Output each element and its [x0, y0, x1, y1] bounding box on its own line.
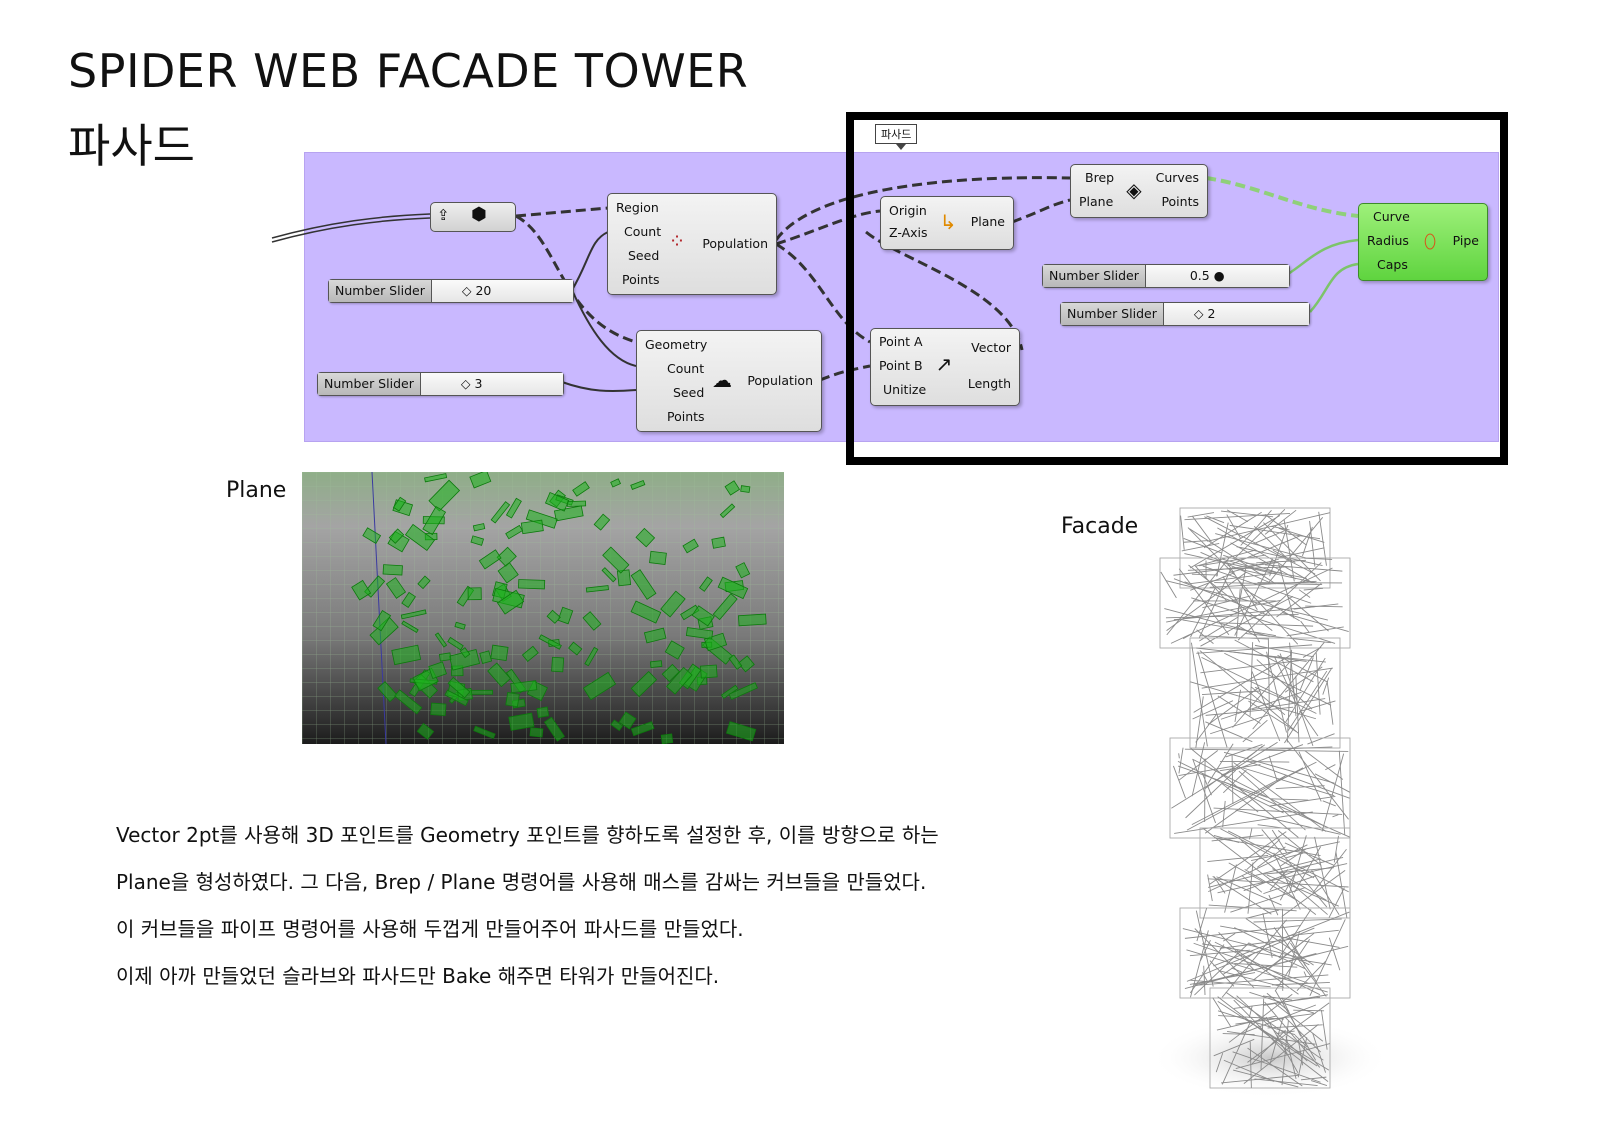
facade-image-label: Facade [1061, 514, 1139, 539]
input-curve[interactable]: Curve [1373, 209, 1410, 224]
vector-arrow-icon: ↗ [935, 352, 953, 376]
output-points[interactable]: Points [1161, 194, 1199, 209]
input-point-a[interactable]: Point A [879, 334, 923, 349]
input-radius[interactable]: Radius [1367, 233, 1409, 248]
input-z-axis[interactable]: Z-Axis [889, 225, 928, 240]
vector-2pt-component[interactable]: Point A Point B Unitize ↗ Vector Length [870, 328, 1020, 406]
upload-icon: ⇪ [437, 206, 450, 224]
input-count[interactable]: Count [667, 361, 705, 376]
input-brep[interactable]: Brep [1085, 170, 1115, 185]
output-plane[interactable]: Plane [970, 214, 1005, 229]
page-title: SPIDER WEB FACADE TOWER [68, 44, 749, 98]
slider-label: Number Slider [1043, 265, 1146, 287]
construct-plane-component[interactable]: Origin Z-Axis ↳ Plane [880, 196, 1014, 250]
plane-image-label: Plane [226, 478, 287, 503]
pipe-icon: ⬯ [1423, 229, 1437, 253]
input-point-b[interactable]: Point B [879, 358, 923, 373]
input-region[interactable]: Region [616, 200, 659, 215]
output-population[interactable]: Population [747, 373, 813, 388]
input-points[interactable]: Points [667, 409, 705, 424]
slider-value: 20 [475, 283, 492, 298]
brep-param-component[interactable]: ⇪ ⬢ [430, 202, 516, 232]
input-seed[interactable]: Seed [628, 248, 660, 263]
description-line: 이 커브들을 파이프 명령어를 사용해 두껍게 만들어주어 파사드를 만들었다. [116, 917, 744, 941]
output-vector[interactable]: Vector [971, 340, 1011, 355]
brep-plane-component[interactable]: Brep Plane ◈ Curves Points [1070, 164, 1208, 218]
description-line: Plane을 형성하였다. 그 다음, Brep / Plane 명령어를 사용… [116, 870, 927, 894]
number-slider-caps[interactable]: Number Slider ◇ 2 [1060, 302, 1310, 326]
plane-scatter-graphic [302, 472, 784, 744]
slider-value: 3 [474, 376, 483, 391]
cloud-icon: ☁ [712, 368, 732, 392]
pipe-component[interactable]: Curve Radius Caps ⬯ Pipe [1358, 203, 1488, 281]
input-plane[interactable]: Plane [1079, 194, 1114, 209]
input-caps[interactable]: Caps [1377, 257, 1408, 272]
input-count[interactable]: Count [624, 224, 662, 239]
slider-value: 2 [1207, 306, 1216, 321]
number-slider-count[interactable]: Number Slider ◇ 20 [328, 279, 574, 303]
plane-axis-icon: ↳ [939, 210, 957, 234]
slider-label: Number Slider [318, 373, 421, 395]
input-geometry[interactable]: Geometry [645, 337, 708, 352]
slider-track[interactable]: 0.5 ● [1145, 265, 1289, 287]
page-subtitle: 파사드 [68, 119, 195, 173]
number-slider-seed[interactable]: Number Slider ◇ 3 [317, 372, 564, 396]
slider-label: Number Slider [329, 280, 432, 302]
output-pipe[interactable]: Pipe [1452, 233, 1479, 248]
group-label[interactable]: 파사드 [875, 124, 918, 150]
populate-dots-icon: ⁘ [668, 229, 686, 253]
input-origin[interactable]: Origin [889, 203, 927, 218]
slider-value: 0.5 [1189, 268, 1210, 283]
input-seed[interactable]: Seed [673, 385, 705, 400]
plane-render-image [302, 472, 784, 744]
populate-2d-component[interactable]: Region Count Seed Points ⁘ Population [607, 193, 777, 295]
populate-geometry-component[interactable]: Geometry Count Seed Points ☁ Population [636, 330, 822, 432]
brep-section-icon: ◈ [1126, 178, 1142, 202]
description-text: Vector 2pt를 사용해 3D 포인트를 Geometry 포인트를 향하… [116, 812, 1076, 1000]
slider-track[interactable]: ◇ 3 [420, 373, 563, 395]
hexagon-icon: ⬢ [471, 204, 487, 225]
output-curves[interactable]: Curves [1155, 170, 1199, 185]
slider-track[interactable]: ◇ 20 [431, 280, 573, 302]
description-line: 이제 아까 만들었던 슬라브와 파사드만 Bake 해주면 타워가 만들어진다. [116, 964, 720, 988]
input-unitize[interactable]: Unitize [883, 382, 927, 397]
output-population[interactable]: Population [702, 236, 768, 251]
facade-tower-render [1150, 507, 1390, 1098]
input-points[interactable]: Points [622, 272, 660, 287]
output-length[interactable]: Length [967, 376, 1011, 391]
number-slider-radius[interactable]: Number Slider 0.5 ● [1042, 264, 1290, 288]
description-line: Vector 2pt를 사용해 3D 포인트를 Geometry 포인트를 향하… [116, 823, 939, 847]
slider-label: Number Slider [1061, 303, 1164, 325]
slider-track[interactable]: ◇ 2 [1163, 303, 1309, 325]
